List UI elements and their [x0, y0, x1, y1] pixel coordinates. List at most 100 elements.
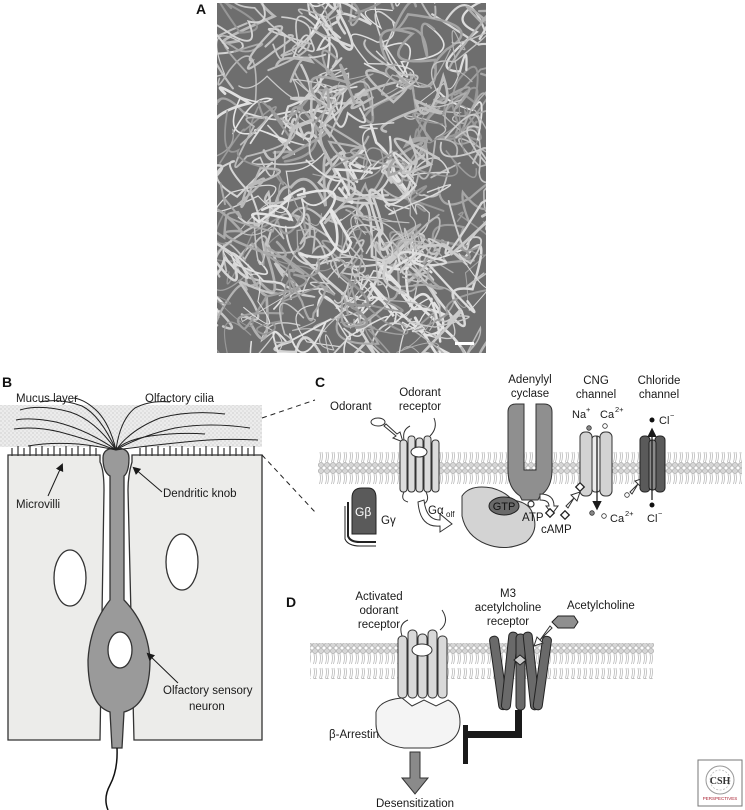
- label-atp: ATP: [522, 512, 544, 524]
- cilium-fiber: [348, 3, 382, 23]
- cilium-fiber: [308, 3, 330, 35]
- cilium-fiber: [364, 3, 436, 30]
- label-activated-1: Activated: [355, 591, 402, 603]
- cilium-fiber: [359, 269, 401, 295]
- cilium-fiber: [217, 86, 254, 120]
- cilium-fiber: [399, 185, 430, 242]
- cng-channel: [579, 431, 613, 497]
- cilium-fiber: [217, 150, 327, 214]
- cilium-fiber: [267, 41, 310, 72]
- atp-molecule: [527, 500, 535, 508]
- cilium-fiber: [309, 63, 356, 108]
- cilium-fiber: [340, 273, 370, 329]
- label-g-alpha: Gα: [428, 505, 444, 517]
- logo-text-csh: CSH: [710, 776, 731, 787]
- cilium-fiber: [380, 151, 418, 206]
- cilium-fiber: [382, 239, 410, 295]
- cilium-fiber: [325, 261, 419, 318]
- cilium-fiber: [223, 250, 271, 325]
- micrograph-fibers: [217, 3, 486, 353]
- label-acetylcholine: Acetylcholine: [567, 600, 635, 612]
- cilium-fiber: [324, 84, 367, 128]
- cl-ion-top: [649, 417, 655, 423]
- beta-arrestin: [375, 697, 461, 749]
- cilium-fiber: [290, 63, 366, 129]
- cilium-fiber: [217, 208, 287, 259]
- cilium-fiber: [251, 187, 306, 224]
- cilium-fiber: [456, 211, 486, 236]
- cilium-fiber: [465, 272, 486, 288]
- cilium-fiber: [238, 75, 300, 100]
- cilium-fiber: [219, 3, 259, 34]
- camp-molecule-2: [559, 509, 571, 521]
- label-cl-bottom: Cl: [647, 513, 657, 525]
- cilium-fiber: [444, 199, 486, 255]
- adenylyl-cyclase: [507, 403, 553, 501]
- sem-micrograph: [217, 3, 486, 353]
- cilium-fiber: [223, 42, 264, 74]
- odorant-molecule: [370, 417, 386, 427]
- acetylcholine-molecule: [551, 615, 579, 629]
- label-activated-2: odorant: [359, 605, 399, 617]
- arrow-dendritic-knob: [132, 466, 163, 493]
- cilium-fiber: [380, 48, 451, 96]
- cilium-fiber: [387, 136, 430, 177]
- label-cng-1: CNG: [583, 375, 609, 387]
- cilium-fiber: [397, 250, 476, 314]
- cilium-fiber: [253, 217, 285, 266]
- cilium-fiber: [224, 110, 285, 186]
- label-ca-bottom-sup: 2+: [625, 509, 634, 518]
- neuron-nucleus: [107, 631, 133, 669]
- cilium-fiber: [273, 327, 376, 353]
- cilium-fiber: [409, 150, 478, 179]
- cilium-fiber: [226, 217, 279, 285]
- microvilli-right: [139, 446, 255, 456]
- cilium-fiber: [338, 214, 412, 263]
- label-adenylyl-2: cyclase: [511, 388, 549, 400]
- cilium-fiber: [321, 85, 358, 112]
- cilium-fiber: [393, 134, 441, 175]
- arrow-osn: [146, 652, 179, 684]
- cilium-fiber: [350, 146, 404, 185]
- cilium-fiber: [420, 311, 462, 353]
- label-camp: cAMP: [541, 524, 572, 536]
- supporting-cell-left: [7, 454, 105, 741]
- cilium-fiber: [340, 317, 409, 353]
- cilium-fiber: [325, 123, 370, 160]
- cilium-fiber: [404, 261, 442, 343]
- cilium-fiber: [217, 35, 244, 77]
- label-desensitization: Desensitization: [376, 798, 454, 810]
- cilium-fiber: [449, 221, 486, 308]
- cilium-fiber: [342, 241, 384, 286]
- na-ion: [586, 425, 592, 431]
- cilium-fiber: [219, 182, 299, 233]
- cilium-fiber: [382, 138, 459, 200]
- cilium-fiber: [437, 183, 486, 224]
- cilium-fiber: [353, 300, 436, 331]
- csh-perspectives-logo: CSH PERSPECTIVES: [697, 759, 743, 807]
- cilium-fiber: [217, 316, 252, 353]
- olfactory-sensory-neuron: [87, 447, 151, 749]
- supporting-cell-nucleus-left: [53, 549, 87, 607]
- cilium-fiber: [416, 212, 486, 256]
- cilium-fiber: [350, 69, 410, 110]
- ca-ion-in: [601, 513, 607, 519]
- cilium-fiber: [431, 4, 486, 46]
- cilium-fiber: [413, 65, 479, 155]
- camp-bound: [574, 481, 586, 493]
- cilium-fiber: [430, 32, 486, 108]
- cilium-fiber: [411, 325, 482, 353]
- receptor-to-golf-arrow: [417, 499, 453, 533]
- cilium-fiber: [330, 256, 352, 304]
- cilium-fiber: [246, 25, 294, 70]
- label-g-alpha-sub: olf: [446, 510, 455, 519]
- cilium-fiber: [398, 320, 426, 353]
- cilium-fiber: [414, 289, 486, 332]
- cilium-fiber: [319, 274, 370, 353]
- label-chloride-1: Chloride: [638, 375, 681, 387]
- label-cl-top-sup: −: [670, 411, 675, 420]
- cilium-fiber: [413, 86, 471, 142]
- desensitization-arrow: [400, 751, 430, 795]
- label-osn-line2: neuron: [189, 701, 225, 713]
- cilium-fiber: [398, 22, 436, 58]
